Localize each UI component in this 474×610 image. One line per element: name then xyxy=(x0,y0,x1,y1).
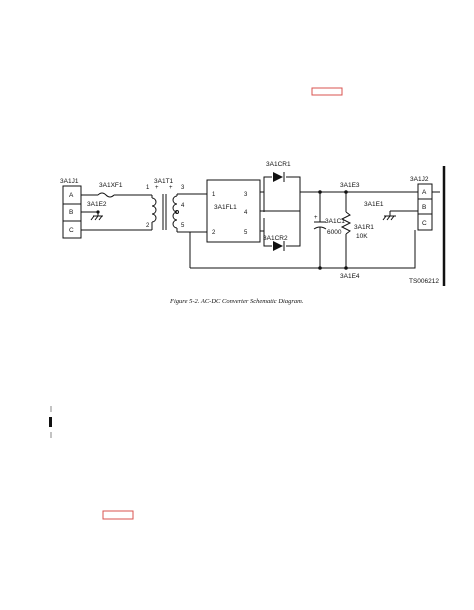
connector-right-pin-a: A xyxy=(422,189,427,196)
ground-left-ref: 3A1E2 xyxy=(87,201,107,208)
fuse-ref: 3A1XF1 xyxy=(99,182,123,189)
connector-right-ref: 3A1J2 xyxy=(410,176,429,183)
resistor-ref: 3A1R1 xyxy=(354,224,374,231)
transformer-3a1t1: 3A1T1 1 2 + + xyxy=(146,178,178,232)
terminal-top-ref: 3A1E3 xyxy=(340,182,360,189)
filter-ref: 3A1FL1 xyxy=(214,204,237,211)
transformer-pin-1: 1 xyxy=(146,185,150,191)
connector-3a1j1: 3A1J1 A B C xyxy=(60,178,82,239)
annotation-box-top xyxy=(311,87,343,96)
filter-pin-5: 5 xyxy=(244,230,248,236)
capacitor-value: 6000 xyxy=(327,229,342,236)
transformer-pin-3: 3 xyxy=(181,185,185,191)
connector-left-pin-a: A xyxy=(69,192,74,199)
figure-code: TS006212 xyxy=(409,278,439,285)
transformer-pin-2: 2 xyxy=(146,223,150,229)
connector-left-pin-b: B xyxy=(69,209,73,216)
ground-right-ref: 3A1E1 xyxy=(364,201,384,208)
transformer-ref: 3A1T1 xyxy=(154,178,174,185)
filter-pin-2: 2 xyxy=(212,230,216,236)
capacitor-polarity: + xyxy=(314,215,318,221)
filter-pin-3: 3 xyxy=(244,192,248,198)
connector-right-pin-b: B xyxy=(422,204,426,211)
transformer-secondary: 3 4 5 xyxy=(175,185,207,268)
capacitor-3a1c1: + 3A1C1 6000 xyxy=(313,192,345,268)
diode-top-ref: 3A1CR1 xyxy=(266,161,291,168)
connector-left-ref: 3A1J1 xyxy=(60,178,79,185)
filter-3a1fl1: 3A1FL1 1 2 3 4 5 xyxy=(206,179,261,243)
resistor-3a1r1: 3A1R1 10K xyxy=(340,192,374,268)
connector-left-pin-c: C xyxy=(69,227,74,234)
wires-left xyxy=(81,192,152,231)
capacitor-ref: 3A1C1 xyxy=(325,218,345,225)
binding-marks xyxy=(49,406,52,438)
resistor-value: 10K xyxy=(356,233,368,240)
transformer-polarity-primary: + xyxy=(155,185,159,191)
transformer-pin-5: 5 xyxy=(181,223,185,229)
figure-caption: Figure 5-2. AC-DC Converter Schematic Di… xyxy=(169,298,304,305)
filter-pin-4: 4 xyxy=(244,210,248,216)
rectifier-wires xyxy=(190,176,440,269)
diode-bottom-ref: 3A1CR2 xyxy=(263,235,288,242)
transformer-pin-4: 4 xyxy=(181,203,185,209)
annotation-box-bottom xyxy=(102,510,134,520)
filter-pin-1: 1 xyxy=(212,192,216,198)
diode-3a1cr1: 3A1CR1 xyxy=(266,161,291,182)
ground-left-symbol: 3A1E2 xyxy=(87,201,107,221)
connector-right-pin-c: C xyxy=(422,220,427,227)
diode-3a1cr2: 3A1CR2 xyxy=(263,235,288,251)
terminal-bottom-ref: 3A1E4 xyxy=(340,273,360,280)
ground-right-symbol: 3A1E1 xyxy=(364,201,418,221)
transformer-polarity-secondary: + xyxy=(169,185,173,191)
connector-3a1j2: 3A1J2 A B C xyxy=(410,176,433,231)
